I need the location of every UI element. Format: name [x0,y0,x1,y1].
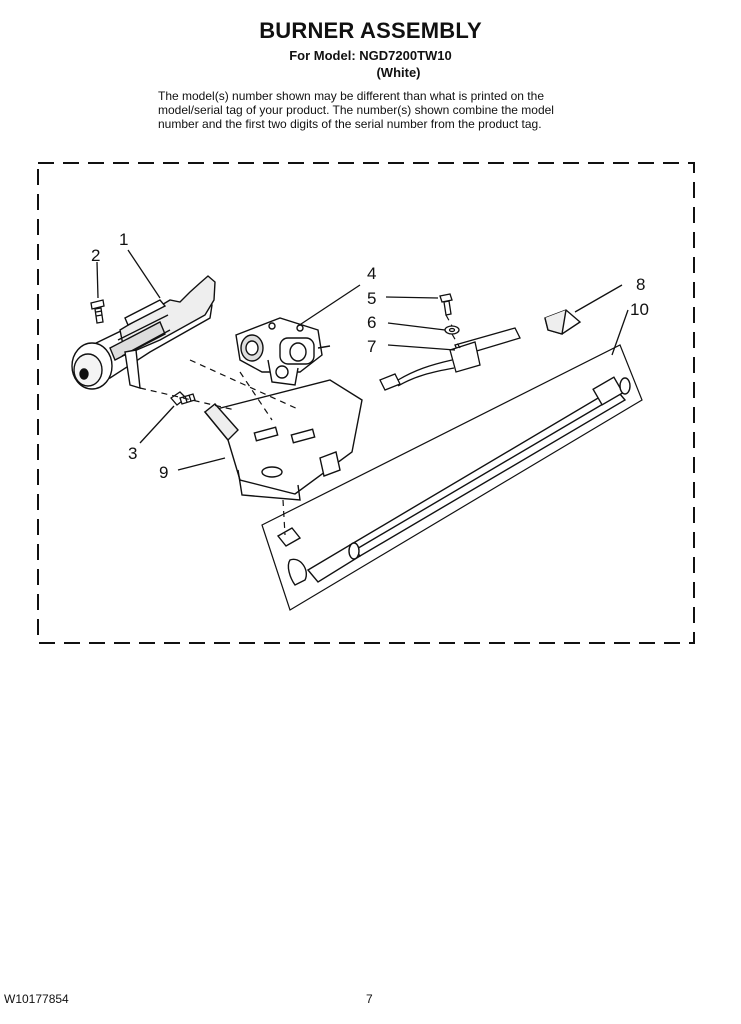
callout-5: 5 [367,289,376,308]
callout-1: 1 [119,230,128,249]
part-2-screw [90,299,105,324]
document-number: W10177854 [4,992,69,1006]
callout-4: 4 [367,264,376,283]
callout-7: 7 [367,337,376,356]
callout-6: 6 [367,313,376,332]
page-title: BURNER ASSEMBLY [259,18,482,43]
part-7-igniter [379,327,521,391]
page-number: 7 [366,992,373,1006]
callout-10: 10 [630,300,649,319]
callout-2: 2 [91,246,100,265]
part-1-burner-venturi [71,275,216,390]
diagram-frame [37,162,695,644]
part-8-pad [544,309,582,335]
disclaimer-line-3: number and the first two digits of the s… [158,117,542,131]
callout-9: 9 [159,463,168,482]
part-10-burner-tube [261,344,643,611]
model-line: For Model: NGD7200TW10 [289,48,452,63]
part-4-gas-valve [235,317,331,386]
callout-8: 8 [636,275,645,294]
leader-lines [96,249,629,471]
part-9-bracket [203,379,363,501]
disclaimer-line-2: model/serial tag of your product. The nu… [158,103,554,117]
part-6-washer [444,325,460,335]
color-line: (White) [376,65,421,80]
assembly-guide-lines [139,314,461,536]
disclaimer-line-1: The model(s) number shown may be differe… [158,89,544,103]
callout-3: 3 [128,444,137,463]
part-5-screw [439,293,453,316]
model-disclaimer: The model(s) number shown may be differe… [158,89,588,131]
